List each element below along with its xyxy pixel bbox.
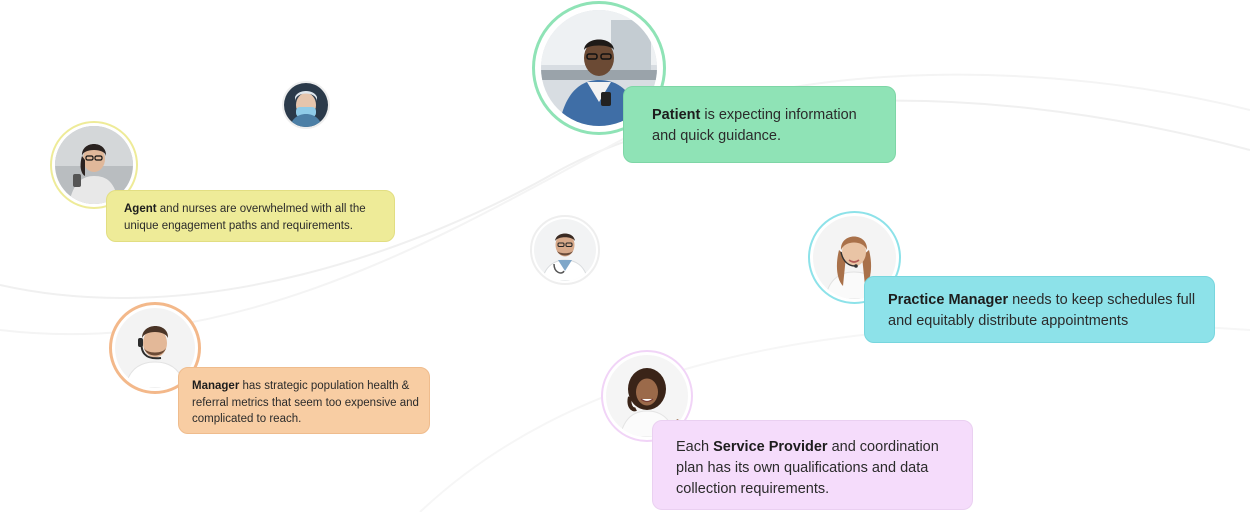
- patient-message: Patient is expecting information and qui…: [623, 86, 896, 163]
- doctor-avatar-icon: [534, 219, 596, 281]
- agent-avatar-ring: [50, 121, 138, 209]
- patient-label: Patient: [652, 107, 701, 123]
- practice-manager-message: Practice Manager needs to keep schedules…: [864, 276, 1215, 343]
- practice-manager-label: Practice Manager: [888, 292, 1009, 308]
- service-provider-avatar-ring: [601, 350, 693, 442]
- doctor-avatar-ring: [530, 215, 600, 285]
- manager-message: Manager has strategic population health …: [178, 367, 430, 434]
- nurse-avatar-icon: [284, 83, 328, 127]
- service-provider-text: and coordination plan has its own qualif…: [676, 439, 943, 498]
- nurse-avatar-ring: [282, 81, 330, 129]
- agent-avatar: [55, 126, 133, 204]
- agent-text: and nurses are overwhelmed with all the …: [124, 203, 369, 232]
- patient-text: is expecting information and quick guida…: [652, 107, 861, 145]
- service-provider-message: Each Service Provider and coordination p…: [652, 420, 973, 510]
- agent-message: Agent and nurses are overwhelmed with al…: [106, 190, 395, 242]
- manager-label: Manager: [192, 380, 240, 392]
- agent-label: Agent: [124, 203, 157, 215]
- service-provider-avatar: [606, 355, 688, 437]
- practice-manager-text: needs to keep schedules full and equitab…: [888, 292, 1200, 330]
- service-provider-prefix: Each: [676, 439, 714, 455]
- service-provider-label: Service Provider: [713, 439, 828, 455]
- manager-text: has strategic population health & referr…: [192, 380, 423, 426]
